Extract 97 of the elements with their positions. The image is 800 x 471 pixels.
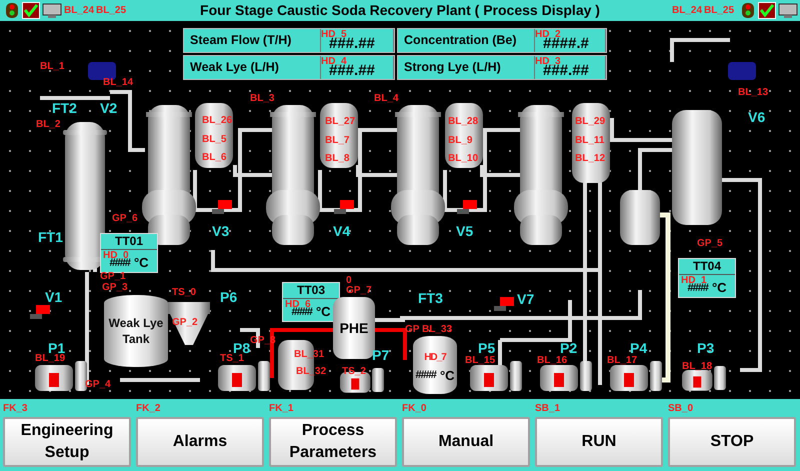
tag-label: BL_24 (672, 6, 702, 16)
parameter-display (397, 55, 607, 80)
tag-label: BL_25 (704, 6, 734, 16)
tag-label: BL_8 (325, 154, 350, 164)
tag-label: GP_7 (346, 286, 372, 296)
tag-label: BL_15 (465, 356, 496, 366)
equipment-tag: P2 (560, 341, 578, 355)
tag-label: BL_10 (448, 154, 478, 164)
tag-label: BL_33 (422, 325, 452, 335)
equipment-tag: P8 (233, 341, 250, 355)
equipment-tag: FT3 (418, 291, 443, 305)
tag-label: BL_4 (374, 94, 398, 104)
tag-label: FK_1 (269, 404, 294, 414)
equipment-tag: V6 (748, 110, 766, 124)
tag-label: BL_32 (296, 367, 326, 377)
tag-label: BL_7 (325, 136, 350, 146)
tag-label: GP_1 (100, 272, 126, 282)
equipment-tag: P3 (697, 341, 714, 355)
tag-label: 0 (346, 276, 352, 286)
temperature-display (282, 282, 340, 322)
tag-label: BL_12 (575, 154, 606, 164)
function-button: STOP (668, 417, 796, 467)
function-button: RUN (535, 417, 663, 467)
equipment-tag: P6 (220, 290, 238, 304)
parameter-display (183, 55, 395, 80)
equipment-tag: FT1 (38, 230, 63, 244)
tag-label: TS_1 (220, 354, 244, 364)
tag-label: HD_5 (321, 30, 347, 40)
function-button: Alarms (136, 417, 264, 467)
parameter-name: Concentration (Be) (403, 32, 518, 49)
tag-label: SB_1 (535, 404, 560, 414)
equipment-tag: P1 (48, 341, 66, 355)
tag-label: BL_13 (738, 88, 768, 98)
vessel (413, 336, 457, 394)
tag-label: BL_29 (575, 117, 606, 127)
tag-label: BL_6 (202, 153, 226, 163)
equipment-tag: V2 (100, 101, 118, 115)
parameter-display (183, 28, 395, 53)
tag-label: HD_3 (535, 57, 561, 67)
unit-text: °C (712, 280, 727, 295)
tag-label: TS_0 (172, 288, 196, 298)
tag-label: GP_5 (697, 239, 723, 249)
tag-label: BL_27 (325, 117, 356, 127)
unit-text: °C (134, 255, 149, 270)
unit-text: °C (316, 304, 331, 319)
equipment-tag: V5 (456, 224, 474, 238)
tag-label: FK_0 (402, 404, 426, 414)
tank-label: Weak Lye Tank (108, 314, 164, 348)
tag-label: GP_6 (112, 214, 138, 224)
tag-label: BL_25 (96, 6, 126, 16)
transmitter-tag: TT03 (283, 283, 339, 299)
parameter-name: Weak Lye (L/H) (189, 59, 280, 76)
heat-exchanger (333, 297, 375, 359)
temperature-display (678, 258, 736, 298)
tag-label: GP_3 (102, 283, 128, 293)
unit-text: °C (440, 368, 455, 382)
tag-label: BL_26 (202, 116, 232, 126)
equipment-tag: P4 (630, 341, 648, 355)
equipment-tag: V1 (45, 290, 62, 304)
tag-label: BL_24 (64, 6, 94, 16)
equipment-tag: P7 (372, 348, 390, 362)
tag-label: BL_28 (448, 117, 478, 127)
tag-label: TS_2 (342, 367, 366, 377)
transmitter-tag: TT04 (679, 259, 735, 275)
tag-label: BL_3 (250, 94, 274, 104)
tag-label: BL_14 (103, 78, 134, 88)
exchanger-label: PHE (340, 320, 368, 336)
tag-label: HD_4 (321, 57, 347, 67)
tag-label: BL_5 (202, 135, 226, 145)
tag-label: BL_17 (607, 356, 638, 366)
equipment-tag: V7 (517, 292, 534, 306)
tag-label: BL_19 (35, 354, 66, 364)
value-field: #### (415, 369, 436, 381)
tag-label: FK_2 (136, 404, 160, 414)
tag-label: BL_9 (448, 136, 472, 146)
function-button: Manual (402, 417, 530, 467)
equipment-tag: V4 (333, 224, 350, 238)
parameter-display (397, 28, 607, 53)
tag-label: FK_3 (3, 404, 28, 414)
equipment-tag: P5 (478, 341, 496, 355)
function-button: Process Parameters (269, 417, 397, 467)
title: Four Stage Caustic Soda Recovery Plant ( Process Display ) (199, 2, 601, 18)
tag-label: BL_18 (682, 362, 712, 372)
tag-label: HD_7 (424, 352, 446, 362)
tag-label: SB_0 (668, 404, 694, 414)
tag-label: BL_11 (575, 136, 604, 146)
transmitter-tag: TT01 (101, 234, 157, 250)
parameter-name: Strong Lye (L/H) (403, 59, 502, 76)
tag-label: HD_2 (535, 30, 561, 40)
equipment-tag: V3 (212, 224, 230, 238)
parameter-name: Steam Flow (T/H) (189, 32, 292, 49)
tag-label: BL_2 (36, 120, 60, 130)
tag-label: BL_16 (537, 356, 568, 366)
equipment-tag: FT2 (52, 101, 77, 115)
function-button: Engineering Setup (3, 417, 131, 467)
temperature-display (100, 233, 158, 273)
tag-label: BL_1 (40, 62, 64, 72)
